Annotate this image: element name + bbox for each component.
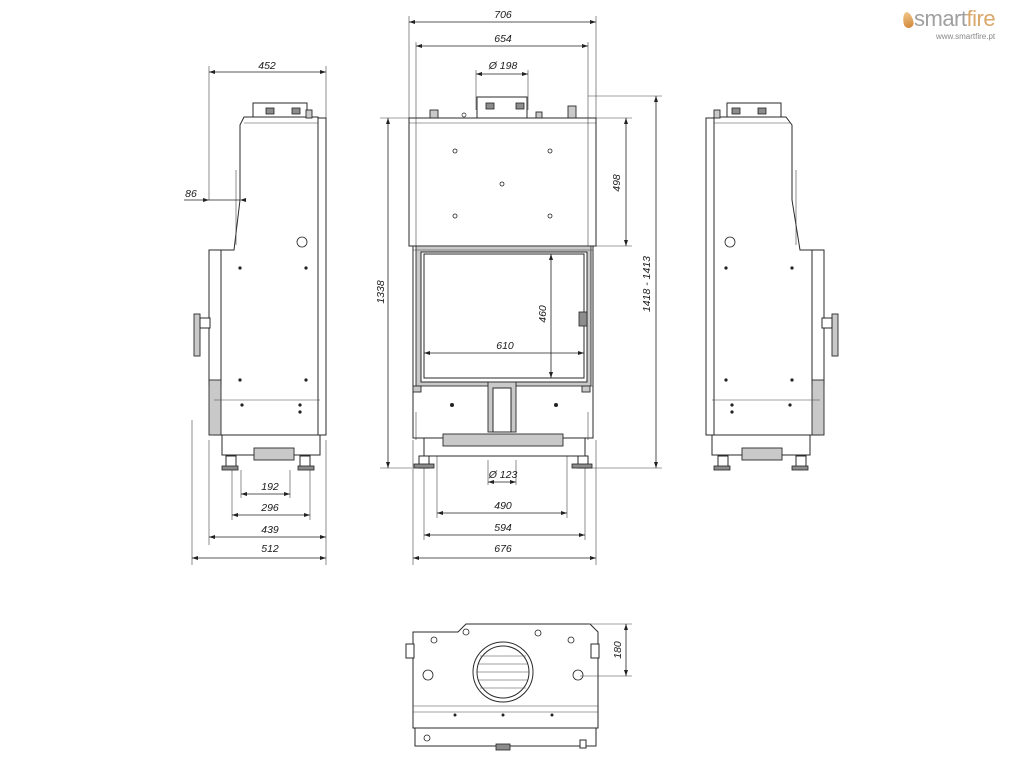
brand-name: smartfire [914, 6, 996, 32]
right-side-view [705, 102, 839, 471]
dim-front-glass-height: 460 [537, 305, 549, 323]
dim-front-498: 498 [611, 174, 623, 192]
brand-logo: smartfire www.smartfire.pt [900, 4, 1020, 44]
dim-front-air-diameter: Ø 123 [488, 469, 518, 481]
dim-front-594: 594 [494, 522, 512, 534]
dim-side-439: 439 [261, 524, 279, 536]
flue-grille [477, 655, 529, 689]
brand-url: www.smartfire.pt [936, 32, 996, 41]
dim-front-total-height: 1418 - 1413 [641, 256, 653, 312]
dim-side-512: 512 [261, 543, 279, 555]
dim-side-offset: 86 [185, 188, 197, 200]
front-view: 706 654 Ø 198 1338 498 460 610 1 [375, 9, 662, 565]
dim-front-height: 1338 [375, 280, 387, 304]
flame-icon [901, 11, 915, 29]
brand-name-accent: fire [966, 6, 996, 31]
left-side-view: 452 86 192 296 439 512 [184, 60, 327, 565]
dim-front-490: 490 [494, 500, 512, 512]
dim-front-654: 654 [494, 33, 512, 45]
dim-front-glass-width: 610 [496, 340, 514, 352]
dim-front-flue-diameter: Ø 198 [488, 60, 518, 72]
dim-side-192: 192 [261, 481, 279, 493]
brand-name-gray: smart [914, 6, 967, 31]
dim-side-296: 296 [260, 502, 279, 514]
top-view: 180 [405, 623, 632, 751]
dim-top-180: 180 [612, 641, 624, 659]
dim-front-706: 706 [494, 9, 512, 21]
dim-front-676: 676 [494, 543, 512, 555]
dim-side-top-width: 452 [258, 60, 276, 72]
